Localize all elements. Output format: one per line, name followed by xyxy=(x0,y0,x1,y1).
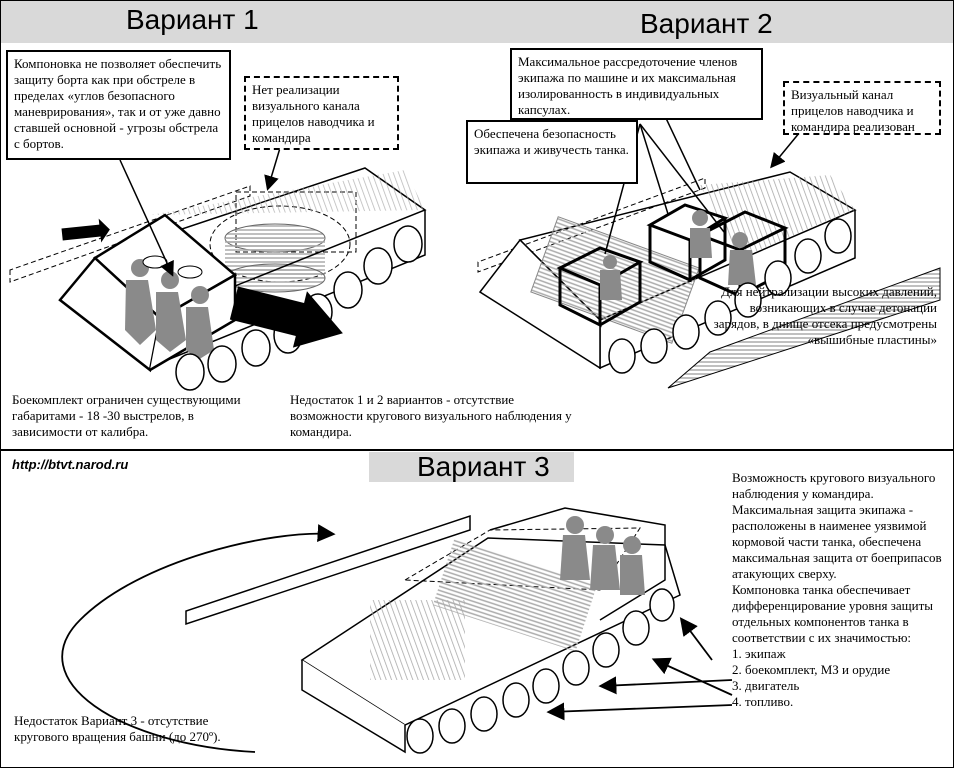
tank-variant3-drawing xyxy=(61,507,733,754)
variant3-title: Вариант 3 xyxy=(417,451,550,482)
variant2-title: Вариант 2 xyxy=(640,8,773,39)
variant2-sight-channel-note: Визуальный канал прицелов наводчика и ко… xyxy=(783,81,941,135)
variant3-desc-line-2: Максимальная защита экипажа - расположен… xyxy=(732,502,942,581)
variant1-title: Вариант 1 xyxy=(126,4,259,35)
variant1-side-protection-note: Компоновка не позволяет обеспечить защит… xyxy=(6,50,231,160)
tank-variant1-drawing xyxy=(9,147,427,391)
title-band-variant3 xyxy=(369,452,574,482)
variant3-drawback-note: Недостаток Вариант 3 - отсутствие кругов… xyxy=(14,713,221,744)
variant2-blowout-panels-note: Для нейтрализации высоких давлений, возн… xyxy=(713,284,937,347)
variant2-dispersal-note: Максимальное рассредоточение членов экип… xyxy=(510,48,763,120)
variant2-safety-note: Обеспечена безопасность экипажа и живуче… xyxy=(466,120,638,184)
section-separator xyxy=(0,449,954,451)
variants-1-2-drawback-note: Недостаток 1 и 2 вариантов - отсутствие … xyxy=(290,392,572,439)
priority-item-3: 3. двигатель xyxy=(732,678,800,693)
title-band-top xyxy=(1,1,953,43)
site-url: http://btvt.narod.ru xyxy=(12,457,129,472)
priority-item-2: 2. боекомплект, МЗ и орудие xyxy=(732,662,891,677)
variant3-desc-line-3: Компоновка танка обеспечивает дифференци… xyxy=(732,582,934,645)
variant1-sight-channel-note: Нет реализации визуального канала прицел… xyxy=(244,76,399,150)
variant1-ammo-note: Боекомплект ограничен существующими габа… xyxy=(12,392,241,439)
priority-item-4: 4. топливо. xyxy=(732,694,794,709)
tank-variant2-drawing xyxy=(477,94,941,389)
priority-item-1: 1. экипаж xyxy=(732,646,786,661)
variant3-desc-line-1: Возможность кругового визуального наблюд… xyxy=(732,470,936,501)
variant3-description: Возможность кругового визуального наблюд… xyxy=(732,470,950,710)
